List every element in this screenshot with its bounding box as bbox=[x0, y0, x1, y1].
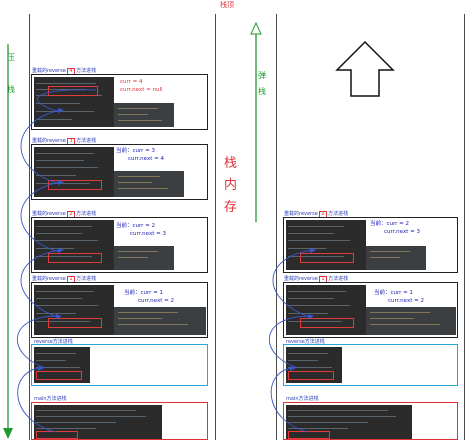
right-frame-2: 当前：curr = 2 curr.next = 3 bbox=[283, 217, 458, 273]
right-frame-2-annotation-1: 当前：curr = 2 bbox=[370, 221, 410, 227]
left-frame-4: curr = 4 curr.next = null bbox=[31, 74, 208, 130]
push-label-2: 栈 bbox=[7, 85, 15, 94]
left-frame-4-annotation-1: curr = 4 bbox=[120, 79, 143, 85]
pop-label-2: 栈 bbox=[258, 87, 266, 96]
right-stack-right-wall bbox=[464, 14, 465, 440]
right-frame-1-annotation-1: 当前：curr = 1 bbox=[374, 290, 414, 296]
code-screenshot bbox=[34, 405, 162, 439]
left-frame-2-annotation-1: 当前：curr = 2 bbox=[116, 223, 156, 229]
left-frame-3-annotation-1: 当前：curr = 3 bbox=[116, 148, 156, 154]
left-frame-2: 当前：curr = 2 curr.next = 3 bbox=[31, 217, 208, 273]
debug-panel bbox=[114, 246, 174, 270]
code-screenshot bbox=[34, 147, 114, 197]
left-frame-1-annotation-1: 当前：curr = 1 bbox=[124, 290, 164, 296]
code-screenshot bbox=[34, 220, 114, 270]
right-frame-1: 当前：curr = 1 curr.next = 2 bbox=[283, 282, 458, 338]
code-screenshot bbox=[286, 285, 366, 335]
code-screenshot bbox=[34, 347, 90, 383]
stack-top-label: 栈顶 bbox=[220, 1, 234, 9]
debug-panel bbox=[366, 307, 456, 335]
right-reverse-frame bbox=[283, 344, 458, 386]
right-reverse-label: reverse方法进栈 bbox=[286, 339, 325, 345]
left-reverse-frame bbox=[31, 344, 208, 386]
code-screenshot bbox=[34, 77, 114, 127]
left-frame-1-annotation-2: curr.next = 2 bbox=[138, 298, 174, 304]
left-reverse-label: reverse方法进栈 bbox=[34, 339, 73, 345]
right-main-label: main方法进栈 bbox=[286, 396, 319, 402]
stack-memory-char-2: 内 bbox=[224, 178, 238, 193]
left-frame-3-annotation-2: curr.next = 4 bbox=[128, 156, 164, 162]
push-arrow-icon bbox=[3, 44, 13, 439]
debug-panel bbox=[366, 246, 426, 270]
pop-direction-arrow-icon bbox=[335, 40, 395, 97]
code-screenshot bbox=[286, 347, 342, 383]
pop-arrow-icon bbox=[250, 22, 262, 222]
stack-memory-char-1: 栈 bbox=[224, 156, 238, 171]
right-frame-2-annotation-2: curr.next = 3 bbox=[384, 229, 420, 235]
stack-memory-char-3: 存 bbox=[224, 200, 238, 215]
code-screenshot bbox=[34, 285, 114, 335]
pop-label-1: 弹 bbox=[258, 71, 266, 80]
left-stack-left-wall bbox=[29, 14, 30, 440]
debug-panel bbox=[114, 307, 206, 335]
right-main-frame bbox=[283, 402, 458, 440]
left-main-label: main方法进栈 bbox=[34, 396, 67, 402]
code-screenshot bbox=[286, 405, 412, 439]
debug-panel bbox=[114, 171, 184, 197]
left-frame-4-annotation-2: curr.next = null bbox=[120, 87, 163, 93]
left-stack-right-wall bbox=[215, 14, 216, 440]
right-frame-1-annotation-2: curr.next = 2 bbox=[388, 298, 424, 304]
push-label-1: 压 bbox=[7, 53, 15, 62]
left-main-frame bbox=[31, 402, 208, 440]
left-frame-2-annotation-2: curr.next = 3 bbox=[130, 231, 166, 237]
left-frame-1: 当前：curr = 1 curr.next = 2 bbox=[31, 282, 208, 338]
left-frame-3: 当前：curr = 3 curr.next = 4 bbox=[31, 144, 208, 200]
code-screenshot bbox=[286, 220, 366, 270]
debug-panel bbox=[114, 103, 174, 127]
right-stack-left-wall bbox=[276, 14, 277, 440]
